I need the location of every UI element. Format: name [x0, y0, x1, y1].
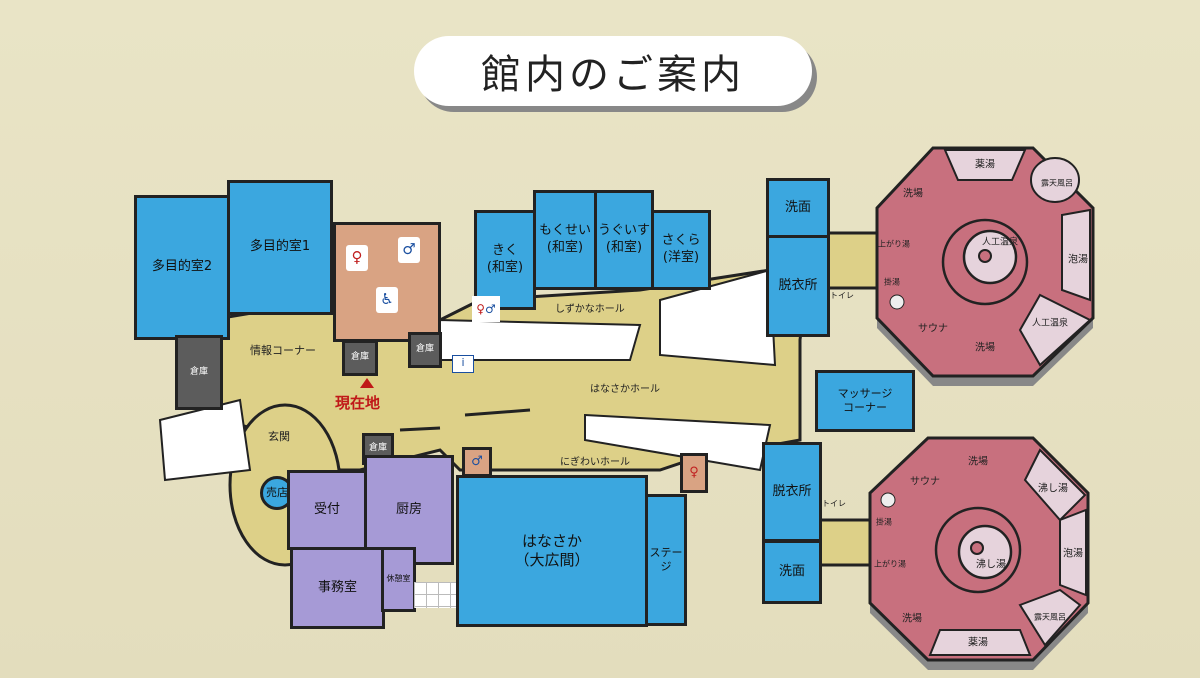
- bath2-yakuyu: 薬湯: [968, 637, 988, 649]
- bath-1-octagon: [875, 146, 1095, 386]
- hanasaka-hall-label: はなさかホール: [590, 384, 660, 395]
- hanasaka-sub-label: （大広間）: [514, 551, 590, 569]
- nigiwai-hall-label: にぎわいホール: [560, 457, 630, 468]
- accessible-toilet-icon: ♿: [376, 287, 398, 313]
- sakura-label: さくら: [661, 233, 701, 249]
- storage-1: 倉庫: [175, 335, 223, 410]
- uguisu-type: (和室): [605, 240, 643, 255]
- room-kiku[interactable]: きく(和室): [474, 210, 536, 310]
- page-title: 館内のご案内: [414, 36, 812, 106]
- bath1-araiba-2: 洗場: [975, 342, 995, 354]
- toilet-label-1: トイレ: [830, 291, 854, 300]
- washroom-2: 洗面: [762, 540, 822, 604]
- bath1-awayu: 泡湯: [1068, 254, 1088, 266]
- bath2-wakashiyu-outer: 沸し湯: [1038, 483, 1068, 495]
- mokusei-label: もくせい: [538, 223, 591, 239]
- male-toilet-icon: ♂: [398, 237, 420, 263]
- uguisu-label: うぐいす: [597, 223, 650, 239]
- room-sakura[interactable]: さくら(洋室): [651, 210, 711, 290]
- changing-room-1[interactable]: 脱衣所: [766, 235, 830, 337]
- massage-corner[interactable]: マッサージ コーナー: [815, 370, 915, 432]
- shizuka-hall-label: しずかなホール: [555, 304, 625, 315]
- bath2-awayu: 泡湯: [1063, 548, 1083, 560]
- room-multipurpose-1[interactable]: 多目的室1: [227, 180, 333, 315]
- room-uguisu[interactable]: うぐいす(和室): [594, 190, 654, 290]
- kitchen: 厨房: [364, 455, 454, 565]
- female-toilet-icon: ♀: [346, 245, 368, 271]
- toilet-label-2: トイレ: [822, 499, 846, 508]
- bath2-kakeyu: 掛湯: [876, 517, 892, 527]
- male-toilet-icon: ♂: [471, 453, 483, 469]
- kiku-type: (和室): [486, 260, 524, 275]
- storage-3: 倉庫: [408, 332, 442, 368]
- bath2-araiba-1: 洗場: [968, 456, 988, 468]
- bath1-kakeyu: 掛湯: [884, 277, 900, 287]
- bath1-agariyu: 上がり湯: [878, 239, 910, 249]
- kiku-label: きく: [491, 243, 518, 259]
- bath1-yakuyu: 薬湯: [975, 159, 995, 171]
- hanasaka-label: はなさか: [521, 531, 582, 550]
- bath-2-octagon: [868, 436, 1090, 670]
- bath2-agariyu: 上がり湯: [874, 559, 906, 569]
- storage-2: 倉庫: [342, 340, 378, 376]
- info-corner-label: 情報コーナー: [250, 344, 316, 357]
- stairs: [414, 582, 456, 608]
- bath2-wakashiyu-center: 沸し湯: [976, 559, 1006, 571]
- sakura-type: (洋室): [662, 250, 700, 265]
- info-icon: i: [452, 355, 474, 373]
- bath1-jinko-outer: 人工温泉: [1031, 318, 1069, 329]
- mokusei-type: (和室): [546, 240, 584, 255]
- bath2-sauna: サウナ: [910, 476, 940, 488]
- bath1-rotenburo: 露天風呂: [1041, 178, 1073, 188]
- bath1-sauna: サウナ: [918, 323, 948, 335]
- bath1-araiba-1: 洗場: [903, 188, 923, 200]
- current-location-label: 現在地: [335, 394, 381, 412]
- hanasaka-banquet-hall[interactable]: はなさか （大広間）: [456, 475, 648, 627]
- bath2-rotenburo: 露天風呂: [1034, 612, 1066, 622]
- restroom-block: ♀ ♂ ♿: [333, 222, 441, 342]
- restroom-icon: ♀♂: [472, 296, 500, 322]
- stage: ステージ: [645, 494, 687, 626]
- room-mokusei[interactable]: もくせい(和室): [533, 190, 597, 290]
- female-toilet-icon: ♀: [689, 464, 699, 480]
- rest-room: 休憩室: [381, 547, 416, 612]
- bath1-jinko-center: 人工温泉: [981, 237, 1019, 248]
- current-location-marker-icon: [360, 378, 374, 388]
- bath2-araiba-2: 洗場: [902, 613, 922, 625]
- entrance-label: 玄関: [268, 430, 290, 443]
- female-toilet-2: ♀: [680, 453, 708, 493]
